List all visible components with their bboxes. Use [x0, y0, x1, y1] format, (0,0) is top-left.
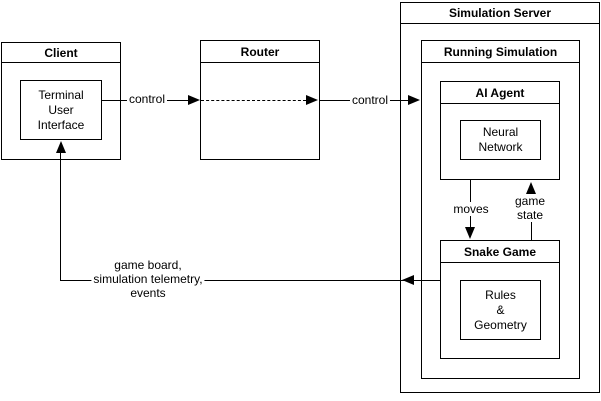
- rules-geometry-text-line: Rules: [485, 287, 516, 302]
- rules-geometry-text-line: Geometry: [474, 317, 527, 332]
- neural-network-text-line: Neural: [482, 125, 519, 139]
- arrowhead-up-into-ai-agent: [526, 182, 536, 194]
- feedback-edge-horizontal: [60, 280, 440, 281]
- router-title: Router: [201, 41, 319, 63]
- running-simulation-title: Running Simulation: [422, 41, 579, 63]
- control-label-client-router: control: [126, 92, 168, 106]
- arrowhead-left-at-simulation-server-edge: [402, 275, 414, 285]
- game-state-label: game state: [512, 194, 548, 222]
- arrowhead-up-into-terminal-user-interface: [56, 141, 66, 153]
- ai-agent-title: AI Agent: [441, 82, 559, 104]
- arrowhead-right-into-running-simulation: [408, 95, 420, 105]
- neural-network-box: Neural Network: [460, 120, 541, 160]
- arrowhead-right-router-exit: [306, 95, 318, 105]
- moves-label: moves: [451, 202, 491, 216]
- simulation-server-title: Simulation Server: [401, 3, 599, 24]
- control-label-router-simulation: control: [349, 93, 391, 107]
- rules-geometry-text-line: &: [496, 302, 505, 317]
- arrowhead-right-into-router: [188, 95, 200, 105]
- client-title: Client: [2, 43, 120, 63]
- terminal-user-interface-text-line: Interface: [37, 117, 85, 132]
- terminal-user-interface-box: Terminal User Interface: [20, 80, 102, 140]
- feedback-edge-vertical: [60, 153, 61, 281]
- neural-network-text-line: Network: [478, 140, 523, 154]
- feedback-label: game board, simulation telemetry, events: [91, 258, 205, 300]
- router-passthrough-dashed-edge: [201, 100, 306, 101]
- terminal-user-interface-text-line: Terminal: [38, 87, 84, 102]
- terminal-user-interface-text-line: User: [48, 102, 74, 117]
- rules-geometry-box: Rules & Geometry: [460, 280, 541, 340]
- snake-game-title: Snake Game: [441, 241, 559, 263]
- arrowhead-down-into-snake-game: [465, 227, 475, 239]
